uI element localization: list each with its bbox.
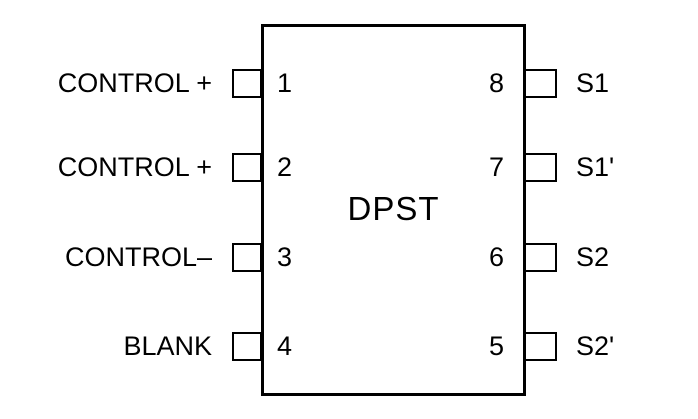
pin-7-lead: [524, 153, 557, 182]
pin-4-lead: [232, 332, 262, 361]
pin-1-lead: [232, 69, 262, 98]
chip-title: DPST: [347, 189, 440, 227]
pin-6-number: 6: [488, 242, 504, 272]
pin-5-lead: [524, 332, 557, 361]
pin-5-number: 5: [488, 331, 504, 361]
pin-1-number: 1: [277, 68, 293, 98]
pin-6-lead: [524, 243, 557, 272]
pin-4-label: BLANK: [123, 331, 212, 361]
pin-2-label: CONTROL +: [57, 152, 212, 182]
pin-2-lead: [232, 153, 262, 182]
pin-5-label: S2': [576, 331, 615, 361]
chip-body: DPST: [261, 24, 526, 396]
pin-3-label: CONTROL–: [64, 242, 212, 272]
pin-2-number: 2: [277, 152, 293, 182]
pin-4-number: 4: [277, 331, 293, 361]
pin-3-number: 3: [277, 242, 293, 272]
pin-1-label: CONTROL +: [57, 68, 212, 98]
pin-7-number: 7: [488, 152, 504, 182]
pin-7-label: S1': [576, 152, 615, 182]
pin-8-label: S1: [576, 68, 610, 98]
pin-3-lead: [232, 243, 262, 272]
pin-6-label: S2: [576, 242, 610, 272]
pin-8-number: 8: [488, 68, 504, 98]
pin-8-lead: [524, 69, 557, 98]
